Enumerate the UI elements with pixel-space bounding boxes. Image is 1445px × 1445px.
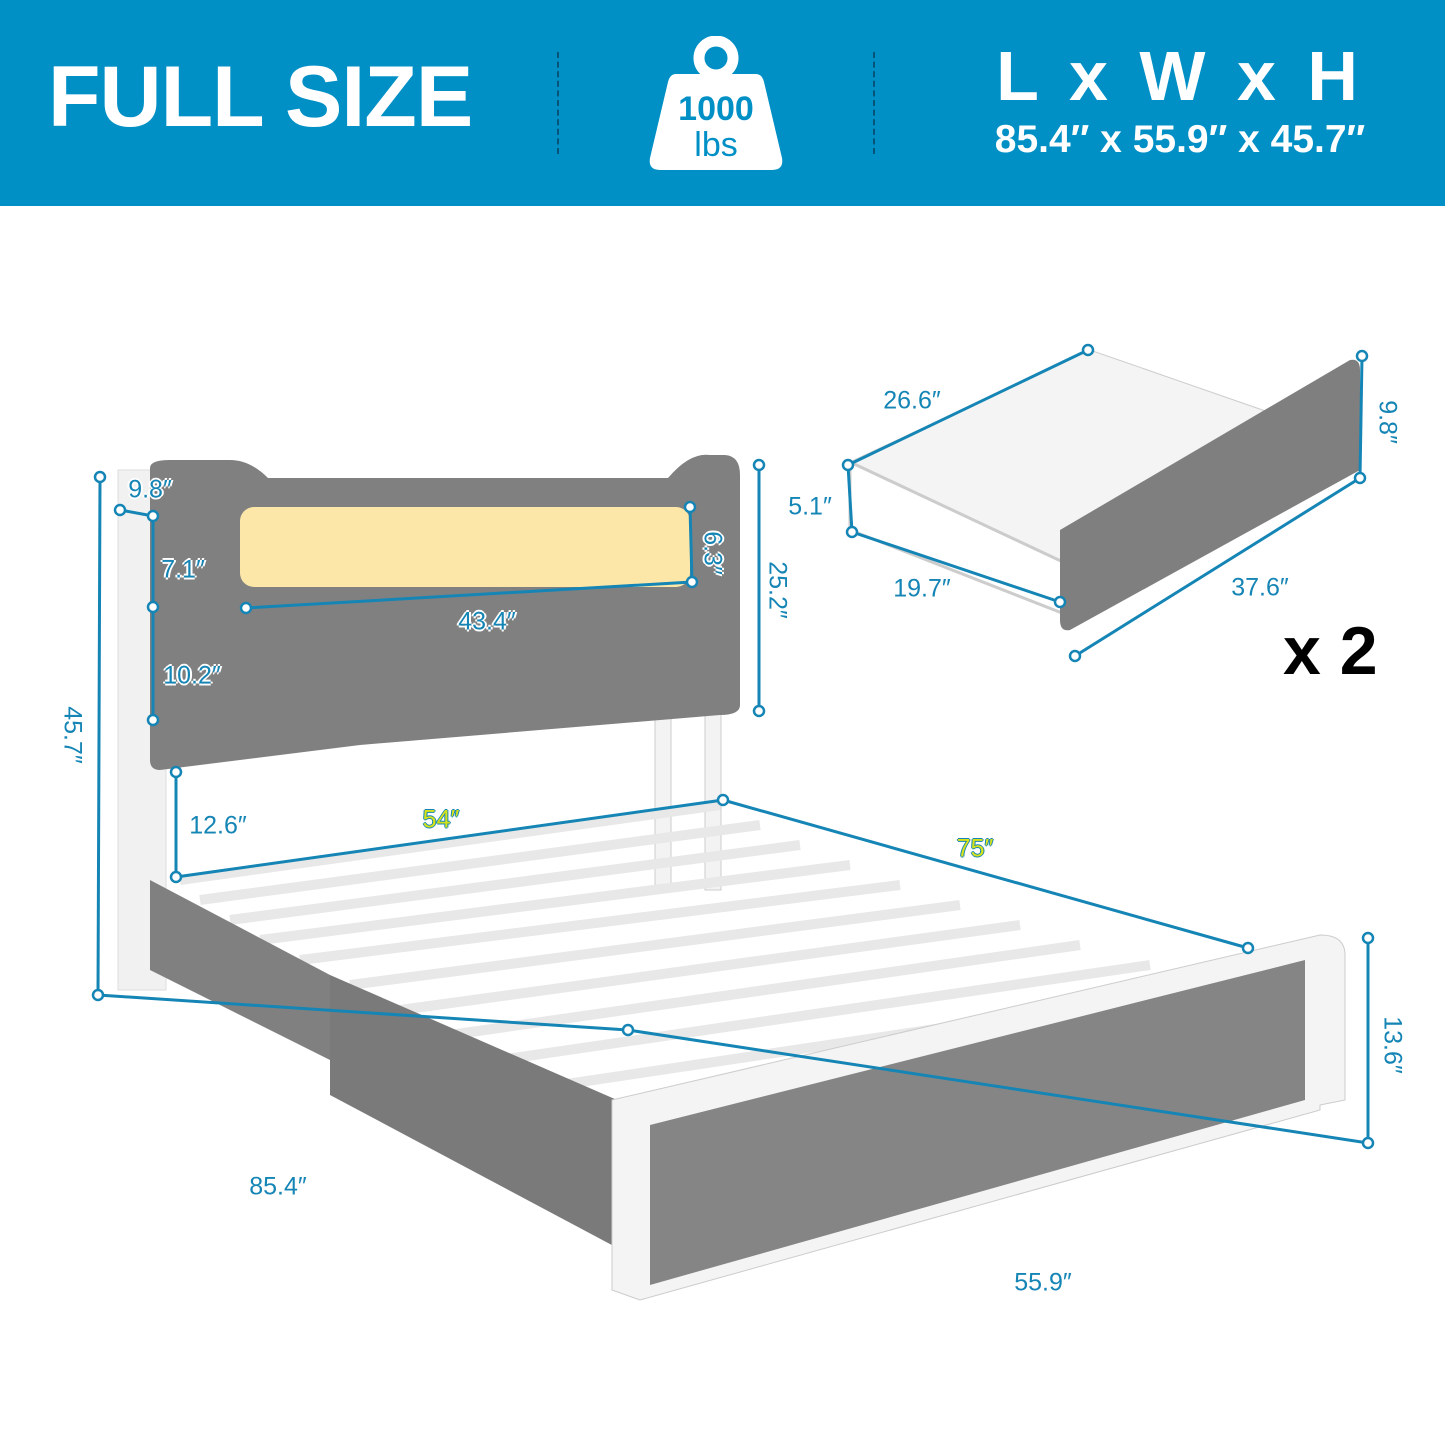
weight-unit: lbs [694,126,738,164]
total-height-label: 45.7″ [58,706,87,764]
divider [557,52,559,154]
headboard [150,454,740,770]
headboard-height-label: 25.2″ [763,561,792,619]
footboard-height-label: 13.6″ [1378,1016,1407,1074]
dimension-lines [91,343,1375,1150]
shelf-upper-label: 7.1″ [161,555,205,584]
side-drawer [330,975,640,1260]
weight-icon [649,36,783,170]
inner-width-label: 54″ [422,805,460,834]
drawer-quantity: x 2 [1283,613,1378,689]
shelf-depth-label: 9.8″ [128,475,172,504]
footboard [650,960,1305,1285]
light-height-label: 6.3″ [698,531,727,575]
dims-label: L x W x H [996,37,1364,115]
total-width-label: 55.9″ [1014,1268,1072,1297]
drawer-inner-width-label: 19.7″ [893,574,951,603]
shelf-lower-label: 10.2″ [163,661,221,690]
weight-value: 1000 [678,90,754,128]
size-title: FULL SIZE [48,49,473,145]
drawer-depth-label: 26.6″ [883,386,941,415]
light-width-label: 43.4″ [458,607,516,636]
bed-frame [117,454,1346,1301]
side-drawer [150,880,330,1060]
divider [873,52,875,154]
total-length-label: 85.4″ [249,1172,307,1201]
drawer-illustration [848,349,1360,631]
drawer-length-label: 37.6″ [1231,573,1289,602]
inner-length-label: 75″ [956,834,994,863]
clearance-label: 12.6″ [189,811,247,840]
led-light [240,507,690,587]
header-banner: FULL SIZE 1000 lbs L x W x H 85.4″ x 55.… [0,0,1445,206]
dims-value: 85.4″ x 55.9″ x 45.7″ [994,118,1366,161]
drawer-front-height-label: 9.8″ [1373,400,1402,444]
drawer-height-label: 5.1″ [788,492,832,521]
